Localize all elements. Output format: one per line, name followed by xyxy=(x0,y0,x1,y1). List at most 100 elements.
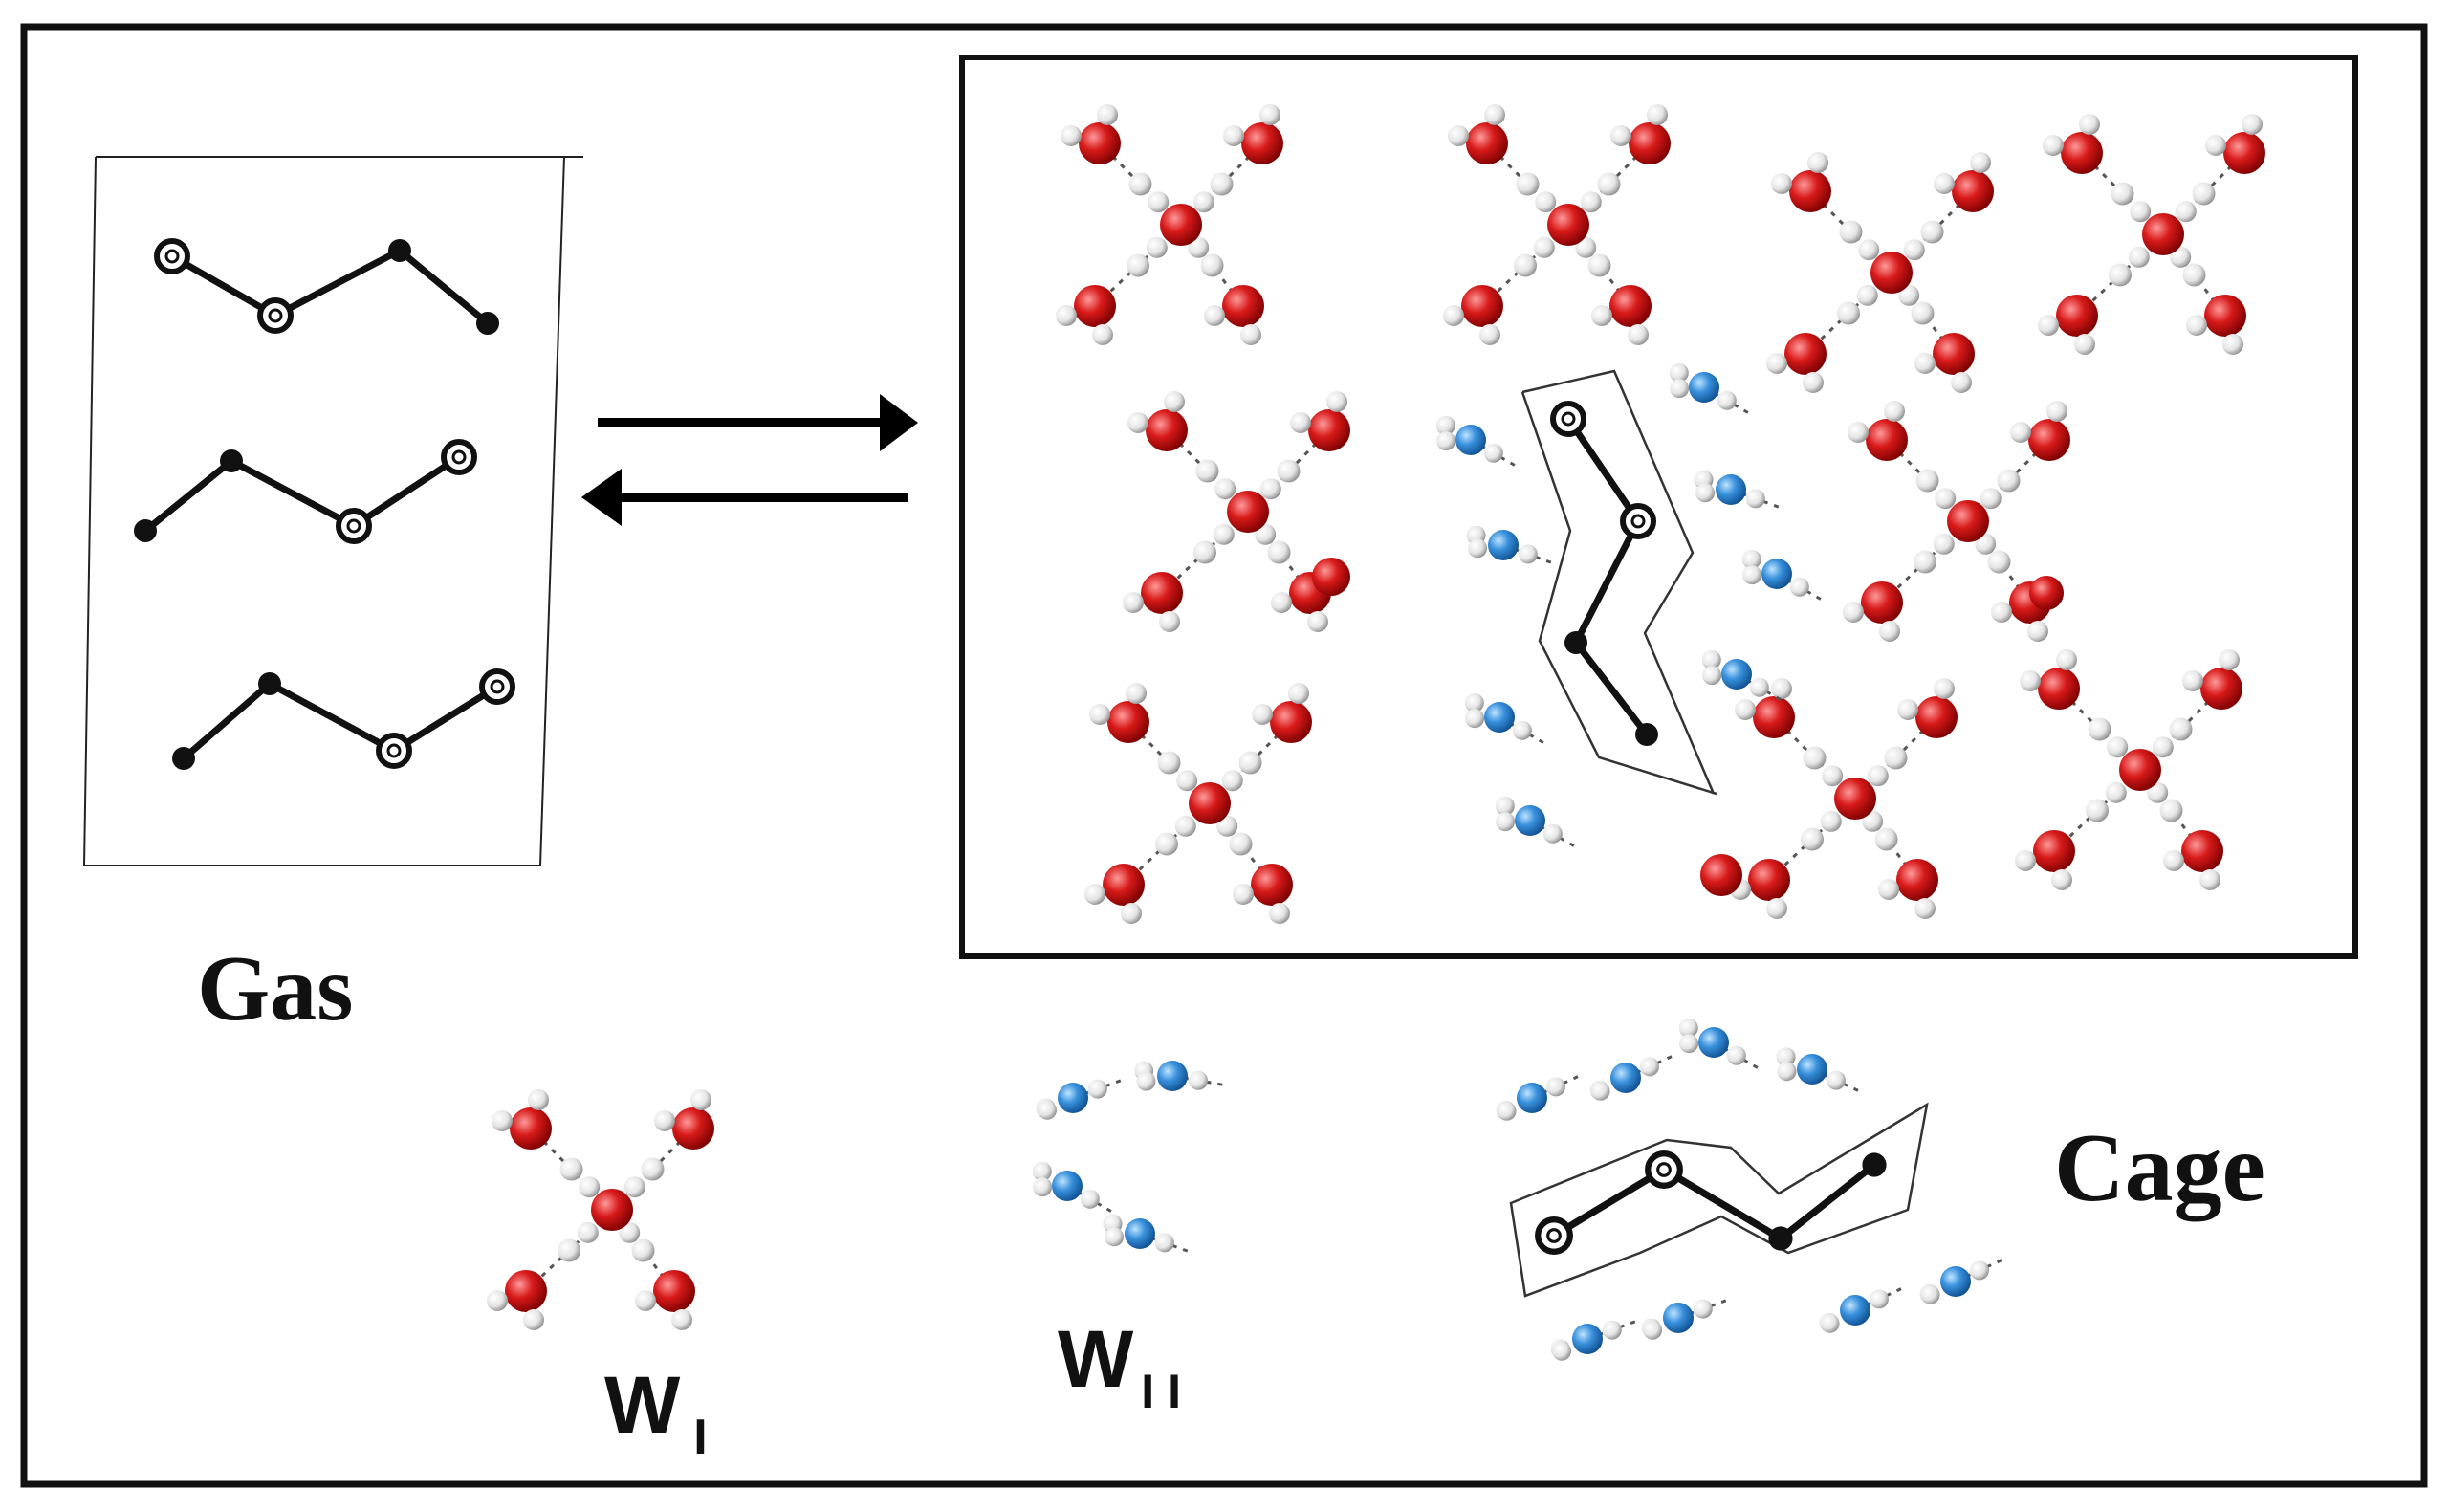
water-chain-unit xyxy=(1496,1074,1581,1121)
hydrogen-atom xyxy=(1483,443,1503,463)
oxygen-atom xyxy=(1058,1083,1088,1113)
hydrogen-atom xyxy=(2199,869,2220,890)
hydrogen-atom xyxy=(2242,114,2263,135)
hydrogen-atom xyxy=(1879,621,1900,642)
oxygen-atom xyxy=(1312,558,1350,596)
hydrogen-atom xyxy=(1915,469,1939,493)
hydrogen-atom xyxy=(2182,263,2206,287)
hydrogen-atom xyxy=(559,1157,583,1181)
hydrogen-atom xyxy=(1542,823,1563,844)
hydrogen-atom xyxy=(1465,709,1485,729)
hydrogen-atom xyxy=(1484,104,1505,125)
oxygen-atom xyxy=(1748,859,1790,901)
hydrogen-atom xyxy=(1148,191,1170,213)
hydrogen-atom xyxy=(1766,353,1787,374)
hydrogen-atom xyxy=(1874,827,1898,851)
hydrogen-atom xyxy=(1216,815,1238,837)
hydrogen-atom xyxy=(2169,717,2193,741)
hydrogen-atom xyxy=(1435,415,1455,435)
gas-molecules xyxy=(134,238,515,770)
hydrogen-atom xyxy=(1639,1057,1659,1077)
hydrogen-atom xyxy=(1771,173,1792,194)
oxygen-atom xyxy=(1952,170,1994,212)
hydrogen-atom xyxy=(1154,1233,1174,1253)
hydrogen-atom xyxy=(2027,621,2048,642)
hydrogen-atom xyxy=(1991,602,2012,623)
molecule-atom-ring xyxy=(268,308,283,323)
hydrogen-atom xyxy=(1032,1161,1052,1181)
hydrogen-atom xyxy=(1878,879,1899,900)
hydrogen-atom xyxy=(1975,533,1997,555)
oxygen-atom xyxy=(1052,1171,1083,1201)
hydrogen-atom xyxy=(487,1290,508,1311)
hydrogen-atom xyxy=(1848,422,1869,443)
hydrogen-atom xyxy=(1897,699,1918,720)
hydrogen-atom xyxy=(2130,201,2152,223)
oxygen-atom xyxy=(1308,409,1350,451)
hydrogen-atom xyxy=(1213,523,1235,545)
hydrogen-atom xyxy=(690,1089,711,1110)
hydrogen-atom xyxy=(1628,324,1649,345)
oxygen-atom xyxy=(1784,333,1827,375)
molecule-bond xyxy=(1552,1162,1877,1243)
oxygen-atom xyxy=(1488,530,1519,560)
hydrogen-atom xyxy=(1969,1260,1989,1281)
gas-box xyxy=(83,156,583,866)
water-chain-unit xyxy=(1464,692,1546,745)
hydrogen-atom xyxy=(1497,1101,1517,1121)
hydrogen-atom xyxy=(1869,1289,1889,1309)
oxygen-atom xyxy=(1160,204,1202,246)
hydrogen-atom xyxy=(1136,1071,1156,1091)
hydrogen-atom xyxy=(619,1221,641,1243)
hydrogen-atom xyxy=(1495,796,1515,816)
oxygen-atom xyxy=(2223,132,2265,174)
hydrogen-atom xyxy=(635,1290,656,1311)
hydrogen-atom xyxy=(1533,236,1555,258)
oxygen-atom xyxy=(1157,1061,1188,1091)
w2-chain-icon xyxy=(1032,1061,1225,1254)
molecule-atom-ring xyxy=(1561,411,1576,427)
hydrogen-atom xyxy=(2015,850,2036,871)
oxygen-atom xyxy=(2028,419,2070,461)
molecule-bond xyxy=(1565,417,1650,737)
oxygen-atom xyxy=(1484,702,1515,733)
hydrogen-atom xyxy=(1920,1284,1940,1304)
oxygen-atom xyxy=(1940,1266,1971,1297)
oxygen-atom xyxy=(2142,213,2184,255)
hydrogen-atom xyxy=(2056,649,2077,670)
cage-outline xyxy=(1520,369,1717,796)
hydrogen-atom xyxy=(1252,704,1273,725)
hydrogen-atom xyxy=(2105,781,2127,803)
hydrogen-atom xyxy=(1839,220,1863,244)
oxygen-atom xyxy=(1721,659,1752,690)
reverse-arrowhead xyxy=(581,469,622,526)
hydrogen-atom xyxy=(1121,903,1142,924)
water-cluster xyxy=(1123,391,1350,632)
hydrogen-atom xyxy=(2205,135,2226,156)
cage-label: Cage xyxy=(2054,1114,2265,1222)
hydrogen-atom xyxy=(1448,125,1469,146)
hydrogen-atom xyxy=(2163,850,2184,871)
hydrogen-atom xyxy=(1307,611,1328,632)
hydrogen-atom xyxy=(2046,401,2067,422)
hydrogen-atom xyxy=(1326,391,1347,412)
oxygen-atom xyxy=(1515,805,1545,836)
hydrogen-atom xyxy=(1914,353,1936,374)
hydrogen-atom xyxy=(1479,324,1500,345)
w2-subscript: I I xyxy=(1141,1365,1181,1418)
hydrogen-atom xyxy=(1914,550,1936,574)
hydrogen-atom xyxy=(1545,1077,1565,1097)
oxygen-atom xyxy=(1947,500,1989,542)
oxygen-atom xyxy=(1753,696,1795,738)
hydrogen-atom xyxy=(1204,305,1225,326)
hydrogen-atom xyxy=(492,1110,513,1131)
hydrogen-atom xyxy=(1702,666,1722,686)
hydrogen-atom xyxy=(2086,799,2109,822)
hydrogen-atom xyxy=(1288,683,1309,704)
hydrogen-atom xyxy=(1127,253,1149,277)
hydrogen-atom xyxy=(1290,412,1311,433)
hydrogen-atom xyxy=(2222,334,2243,355)
hydrogen-atom xyxy=(1741,549,1761,569)
hydrogen-atom xyxy=(1997,469,2021,493)
hydrogen-atom xyxy=(1597,172,1621,196)
